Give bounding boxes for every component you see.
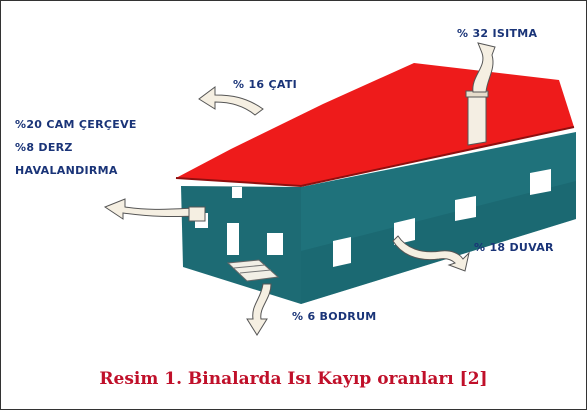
step-line-1 [233, 264, 266, 269]
window-front-door [227, 223, 239, 255]
window-side-3 [455, 196, 476, 221]
arrow-wall [392, 235, 470, 272]
window-side-4 [530, 169, 551, 195]
house-wall-shadow [301, 181, 576, 304]
label-basement: % 6 BODRUM [292, 310, 377, 323]
label-roof: % 16 ÇATI [233, 78, 298, 91]
arrow-roof [198, 86, 264, 116]
label-ventilation: HAVALANDIRMA [15, 164, 118, 177]
label-heating: % 32 ISITMA [457, 27, 538, 40]
label-wall: % 18 DUVAR [474, 241, 554, 254]
window-side-1 [333, 237, 351, 267]
label-glass: %20 CAM ÇERÇEVE [15, 118, 137, 131]
window-front-right [267, 233, 283, 255]
arrow-heating [472, 42, 496, 93]
step-line-2 [239, 269, 272, 274]
figure-caption: Resim 1. Binalarda Isı Kayıp oranları [2… [99, 369, 488, 389]
front-steps [226, 259, 280, 282]
chimney [467, 95, 487, 146]
arrow-basement [246, 283, 272, 336]
window-gable [232, 187, 242, 198]
arrow-ventilation [103, 198, 198, 220]
vent-block [188, 206, 206, 222]
label-joint: %8 DERZ [15, 141, 73, 154]
roof-edge [175, 126, 575, 188]
